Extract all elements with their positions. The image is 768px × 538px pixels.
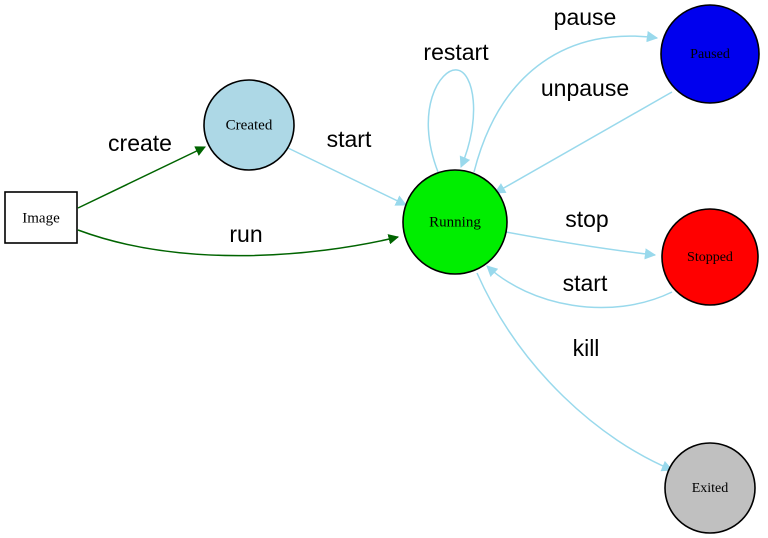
node-stopped-label: Stopped: [687, 250, 733, 265]
edge-label-pause: pause: [554, 4, 617, 30]
node-image-shape[interactable]: [4, 191, 78, 244]
edge-pause: pause: [473, 4, 659, 173]
edge-label-unpause: unpause: [541, 75, 629, 101]
node-exited[interactable]: Exited: [664, 442, 756, 534]
edge-start-stopped: start: [486, 265, 673, 309]
node-stopped[interactable]: Stopped: [661, 208, 759, 306]
edge-label-kill: kill: [573, 335, 600, 361]
node-stopped-shape[interactable]: [661, 208, 759, 306]
edge-restart-path: [427, 69, 475, 173]
edge-label-start-created: start: [327, 126, 372, 152]
node-image[interactable]: Image: [4, 191, 78, 244]
edge-label-start-stopped: start: [563, 270, 608, 296]
node-image-label: Image: [22, 210, 60, 226]
edge-create-path: [77, 146, 206, 209]
edge-label-restart: restart: [423, 39, 489, 65]
edge-kill-path: [476, 272, 674, 472]
edge-unpause: unpause: [494, 75, 673, 194]
edge-start-stopped-path: [486, 265, 673, 309]
edge-stop: stop: [505, 206, 657, 260]
edge-run: run: [77, 221, 400, 257]
node-paused-label: Paused: [690, 47, 730, 62]
edge-label-run: run: [229, 221, 262, 247]
edge-label-stop: stop: [565, 206, 608, 232]
edge-unpause-path: [494, 91, 673, 194]
node-paused-shape[interactable]: [660, 4, 760, 104]
edge-pause-path: [473, 31, 659, 173]
edge-create: create: [77, 130, 206, 209]
edge-kill: kill: [476, 272, 674, 472]
node-created-shape[interactable]: [203, 79, 295, 171]
node-created[interactable]: Created: [203, 79, 295, 171]
node-exited-shape[interactable]: [664, 442, 756, 534]
edge-label-create: create: [108, 130, 172, 156]
edge-stop-path: [505, 231, 657, 260]
node-created-label: Created: [226, 117, 273, 133]
node-running[interactable]: Running: [402, 169, 508, 275]
node-paused[interactable]: Paused: [660, 4, 760, 104]
edge-restart: restart: [423, 39, 489, 173]
edge-start-created: start: [287, 126, 408, 206]
node-running-shape[interactable]: [402, 169, 508, 275]
node-running-label: Running: [429, 214, 481, 230]
edge-run-path: [77, 229, 400, 257]
node-exited-label: Exited: [692, 481, 729, 496]
edge-start-created-path: [287, 147, 408, 206]
